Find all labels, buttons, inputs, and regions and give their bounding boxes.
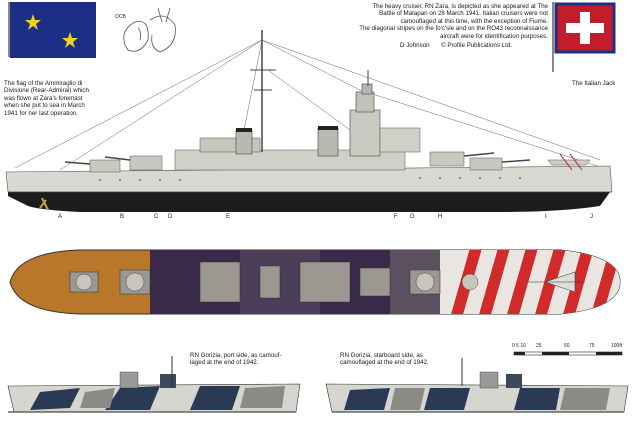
scale-tick-0: 0 5 10: [512, 343, 526, 349]
flag-caption-line3: was flown at Zara's foremast: [4, 94, 83, 102]
station-marker-c: C: [154, 214, 159, 220]
port-caption-line2: laged at the end of 1942.: [190, 359, 259, 367]
credit-publisher: © Profile Publications Ltd.: [441, 42, 513, 49]
scale-bar: [513, 351, 623, 356]
top-caption: The heavy cruiser, RN Zara, is depicted …: [310, 3, 548, 40]
port-caption-line1: RN Gorizia, port side, as camouf-: [190, 352, 282, 359]
fore-funnel: [317, 127, 339, 157]
station-marker-e: E: [226, 214, 231, 220]
starboard-caption-line2: camouflaged at the end of 1942.: [340, 359, 429, 367]
flag-caption-line2: Divisione (Rear-Admiral) which: [4, 87, 89, 95]
station-marker-f: F: [394, 214, 398, 220]
starboard-caption-line1: RN Gorizia, starboard side, as: [340, 352, 423, 359]
station-marker-b: B: [120, 214, 125, 220]
gorizia-port-side: [7, 356, 301, 413]
zara-side-profile: [5, 30, 613, 212]
gorizia-starboard-side: [325, 358, 629, 413]
scale-tick-100: 100ft: [611, 343, 623, 349]
flag-star-2: [62, 32, 78, 48]
jack-caption: The Italian Jack: [572, 80, 616, 87]
port-caption: RN Gorizia, port side, as camouf- laged …: [190, 352, 310, 367]
rear-admiral-flag: [8, 2, 96, 58]
italian-jack-flag: [552, 2, 616, 72]
flag-caption-line4: when she put to sea in March: [4, 102, 85, 110]
top-caption-line3: camouflaged at this time, with the excep…: [400, 17, 548, 25]
credit-line: D Johnson © Profile Publications Ltd.: [400, 42, 512, 49]
rigging: [14, 39, 611, 171]
flag-star-1: [25, 14, 41, 30]
flag-caption-line5: 1941 for her last operation.: [4, 109, 78, 117]
scale-tick-75: 75: [589, 343, 595, 349]
station-marker-i: I: [545, 214, 547, 220]
starboard-caption: RN Gorizia, starboard side, as camouflag…: [340, 352, 460, 367]
zara-plan-view: [9, 249, 621, 315]
station-marker-a: A: [58, 214, 63, 220]
top-caption-line2: Battle of Matapan on 28 March 1941. Ital…: [379, 10, 548, 18]
flag-caption-line1: The flag of the Ammiraglio di: [4, 80, 83, 87]
top-caption-line1: The heavy cruiser, RN Zara, is depicted …: [372, 3, 548, 10]
inset-label: OCB: [115, 14, 126, 20]
station-marker-h: H: [438, 214, 443, 220]
station-marker-d: D: [168, 214, 173, 220]
top-caption-line5: aircraft were for identification purpose…: [440, 32, 548, 40]
stern-inset-sketch: [123, 7, 176, 53]
top-caption-line4: The diagonal stripes on the fo'c'sle and…: [359, 25, 548, 33]
station-marker-j: J: [590, 214, 593, 220]
flag-caption: The flag of the Ammiraglio di Divisione …: [4, 80, 114, 117]
scale-tick-25: 25: [536, 343, 542, 349]
station-marker-g: G: [410, 214, 415, 220]
aft-funnel: [235, 129, 253, 155]
scale-tick-50: 50: [564, 343, 570, 349]
credit-artist: D Johnson: [400, 42, 430, 49]
